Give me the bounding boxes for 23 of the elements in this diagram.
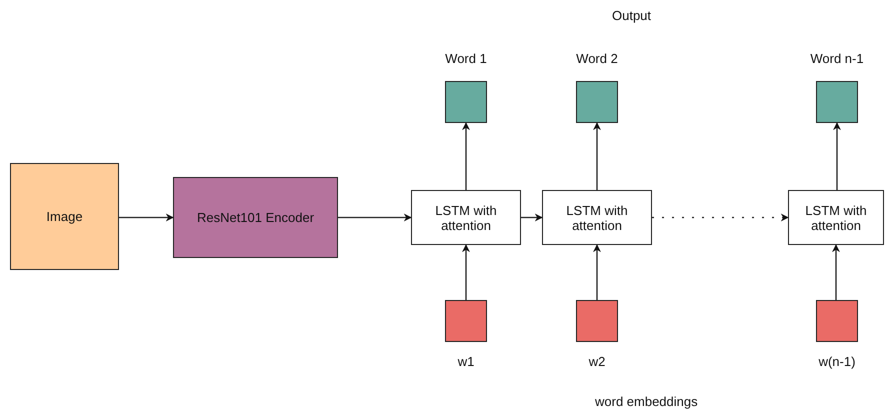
word-label: Word n-1 [809, 51, 865, 66]
arrow [832, 244, 840, 300]
word-label: Word 2 [575, 51, 619, 66]
lstm-box: LSTM with attention [542, 190, 652, 245]
word-label: w1 [456, 354, 476, 369]
arrow [833, 122, 841, 190]
word-label: w2 [588, 354, 606, 369]
lstm-box: LSTM with attention [788, 190, 884, 245]
arrow [462, 122, 470, 190]
embeddings-label: word embeddings [595, 394, 698, 409]
arrow [652, 214, 789, 222]
word-label: Word 1 [444, 51, 488, 66]
arrow [119, 214, 174, 222]
arrow [462, 244, 470, 300]
arrow [593, 244, 601, 300]
output-label: Output [612, 8, 652, 23]
input-box: Image [10, 163, 119, 270]
arrow [338, 214, 412, 222]
lstm-box: LSTM with attention [411, 190, 521, 245]
arrow [521, 214, 543, 222]
encoder-box: ResNet101 Encoder [173, 177, 338, 258]
arrow [593, 122, 601, 190]
word-label: w(n-1) [818, 354, 856, 369]
